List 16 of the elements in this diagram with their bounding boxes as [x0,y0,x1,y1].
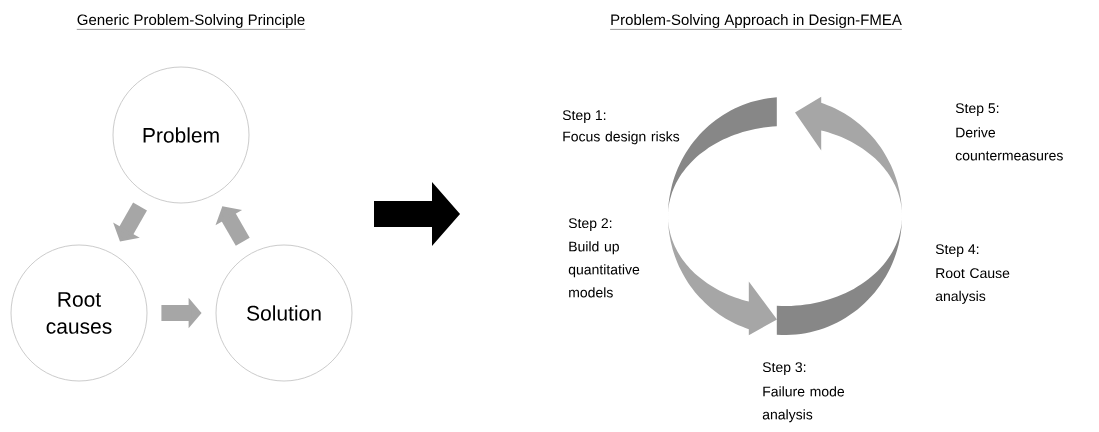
block-arrow [215,206,250,246]
circle-node: Problem [112,66,250,204]
step-label: Step 1: [562,110,606,123]
step-label: Build up quantitative models [568,241,640,298]
circle-node: Root causes [10,244,148,382]
step-label: Failure mode analysis [762,386,845,423]
step-label: Root Cause analysis [935,268,1010,304]
step-label: Focus design risks [563,131,680,145]
circle-node: Solution [215,244,353,382]
heading: Problem-Solving Approach in Design-FMEA [609,14,903,30]
heading: Generic Problem-Solving Principle [76,14,306,30]
step-label: Step 3: [762,362,806,375]
step-label: Derive countermeasures [955,127,1063,161]
step-label: Step 5: [955,103,999,116]
step-label: Step 4: [935,244,979,257]
step-label: Step 2: [568,218,612,231]
